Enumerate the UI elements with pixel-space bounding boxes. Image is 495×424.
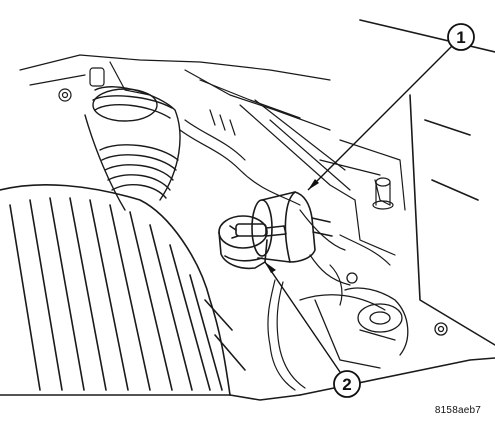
- air-cleaner-housing: [0, 184, 301, 401]
- callout-1-leader: [307, 45, 453, 191]
- callout-2: 2: [333, 370, 361, 398]
- callout-1-label: 1: [456, 28, 465, 47]
- engine-background: [19, 54, 406, 256]
- callout-2-leader: [264, 261, 341, 373]
- fender-edge: [299, 19, 495, 396]
- callout-1: 1: [447, 23, 475, 51]
- air-intake-tube: [84, 86, 181, 211]
- engine-lower-right: [314, 272, 448, 369]
- component-2-valve: [218, 215, 287, 270]
- component-1-cylinder: [251, 191, 333, 263]
- callout-2-label: 2: [342, 375, 351, 394]
- figure-id: 8158aeb7: [434, 405, 481, 416]
- wiring-harness: [179, 109, 391, 391]
